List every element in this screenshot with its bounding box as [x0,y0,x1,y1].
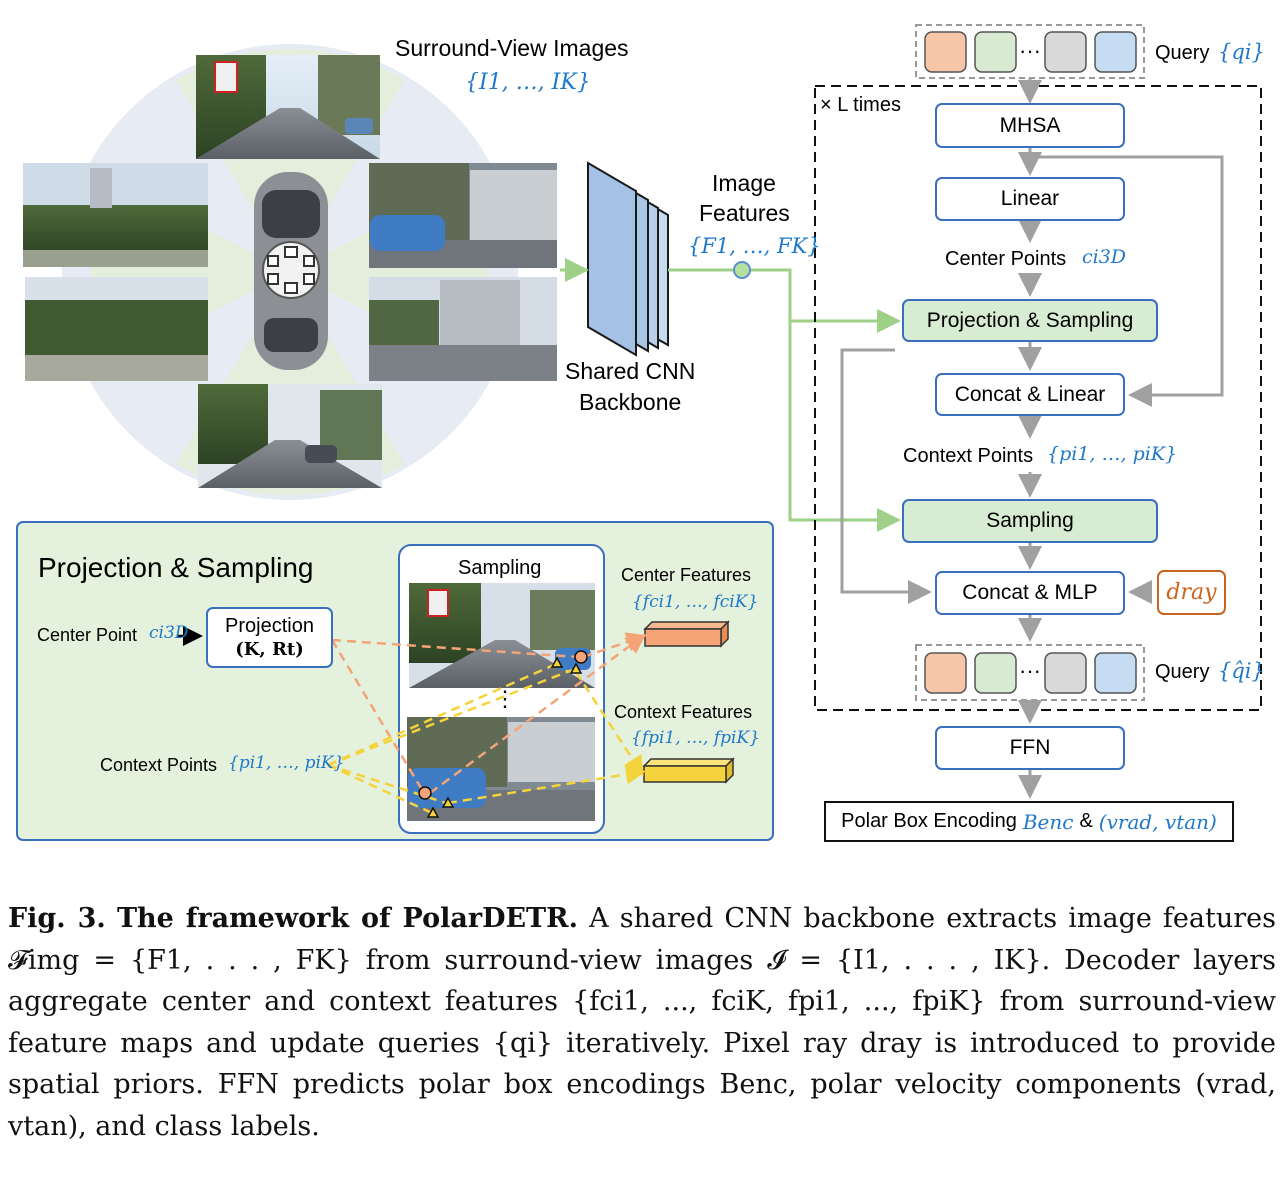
amp-symbol: & [1079,810,1093,832]
polar-box-label: Polar Box Encoding [841,810,1017,832]
surround-view-set: {I1, …, IK} [465,70,591,95]
center-features-label: Center Features [621,565,752,585]
center-points-label: Center Points [945,248,1067,270]
context-points-label: Context Points [903,445,1034,467]
linear-block: Linear [935,177,1125,221]
camera-image-front-left [23,163,208,267]
query-token [924,652,967,694]
context-features-symbol: {fpi1, …, fpiK} [631,728,760,748]
projection-label: Projection [225,614,314,637]
sampling-vdots: ⋮ [494,686,516,711]
query-out-frame [915,644,1145,701]
image-features-set: {F1, …, FK} [688,234,821,258]
decoder-layer-frame [814,85,1262,711]
backbone-label-1: Shared CNN [565,358,696,384]
query-token [924,31,967,73]
query-token [1044,31,1087,73]
projection-args: (K, Rt) [235,638,304,660]
sampling-image-top [409,583,595,688]
query-token [974,31,1017,73]
camera-image-back-right [369,277,557,381]
inset-context-points: Context Points [100,755,218,775]
query-tokens-in [924,31,1137,73]
times-label: × L times [820,94,901,116]
center-points-symbol: ci3D [1082,246,1127,268]
camera-image-front-right [369,163,557,268]
polar-box-output: Polar Box Encoding Benc & (vrad, vtan) [824,801,1234,842]
camera-image-back [198,384,382,488]
query-token [1044,652,1087,694]
context-feature-bar [642,757,735,784]
query-tokens-out [924,652,1137,694]
gray-arrows [840,78,1224,799]
green-arrows [560,258,901,532]
sampling-title: Sampling [458,557,542,579]
image-features-label-2: Features [699,200,790,226]
inset-center-point: Center Point [37,625,138,645]
inset-context-points-symbol: {pi1, …, piK} [228,753,345,773]
sampling-block: Sampling [902,499,1158,543]
image-features-label-1: Image [712,170,776,196]
camera-image-back-left [25,277,208,381]
query-out-dots: ··· [1019,658,1041,683]
projection-lines [327,632,647,815]
backbone-label-2: Backbone [579,389,682,415]
sample-markers [418,650,588,818]
ffn-block: FFN [935,726,1125,770]
figure-caption: Fig. 3. The framework of PolarDETR. A sh… [8,898,1276,1147]
mhsa-block: MHSA [935,103,1125,148]
ego-car [254,172,328,370]
caption-body: A shared CNN backbone extracts image fea… [8,903,1276,1142]
context-features-label: Context Features [614,702,753,722]
query-token [1094,652,1137,694]
framework-diagram [16,24,1262,841]
d-ray-box: dray [1157,570,1226,615]
query-out-label: Query [1155,661,1210,683]
surround-view-title: Surround-View Images [395,35,629,61]
query-out-symbol: {q̂i} [1218,659,1265,683]
query-dots: ··· [1019,38,1041,63]
concat-linear-block: Concat & Linear [935,373,1125,416]
caption-title: The framework of PolarDETR. [116,903,578,934]
projection-box: Projection (K, Rt) [206,607,333,668]
sampling-image-bottom [407,717,595,821]
feature-node-icon [733,261,751,279]
query-token [974,652,1017,694]
context-points-symbol: {pi1, …, piK} [1047,443,1178,465]
query-label: Query [1155,42,1210,64]
projection-sampling-block: Projection & Sampling [902,299,1158,342]
cnn-backbone-icon [587,161,669,357]
camera-image-front [196,55,380,159]
caption-fig-label: Fig. 3. [8,903,106,934]
query-symbol: {qi} [1218,40,1265,64]
center-features-symbol: {fci1, …, fciK} [632,592,759,612]
velocity-symbol: (vrad, vtan) [1098,809,1217,834]
concat-mlp-block: Concat & MLP [935,571,1125,615]
query-token [1094,31,1137,73]
center-feature-bar [643,620,730,648]
inset-center-point-symbol: ci3D [149,623,189,643]
inset-title: Projection & Sampling [38,552,314,583]
b-enc-symbol: Benc [1022,809,1074,834]
